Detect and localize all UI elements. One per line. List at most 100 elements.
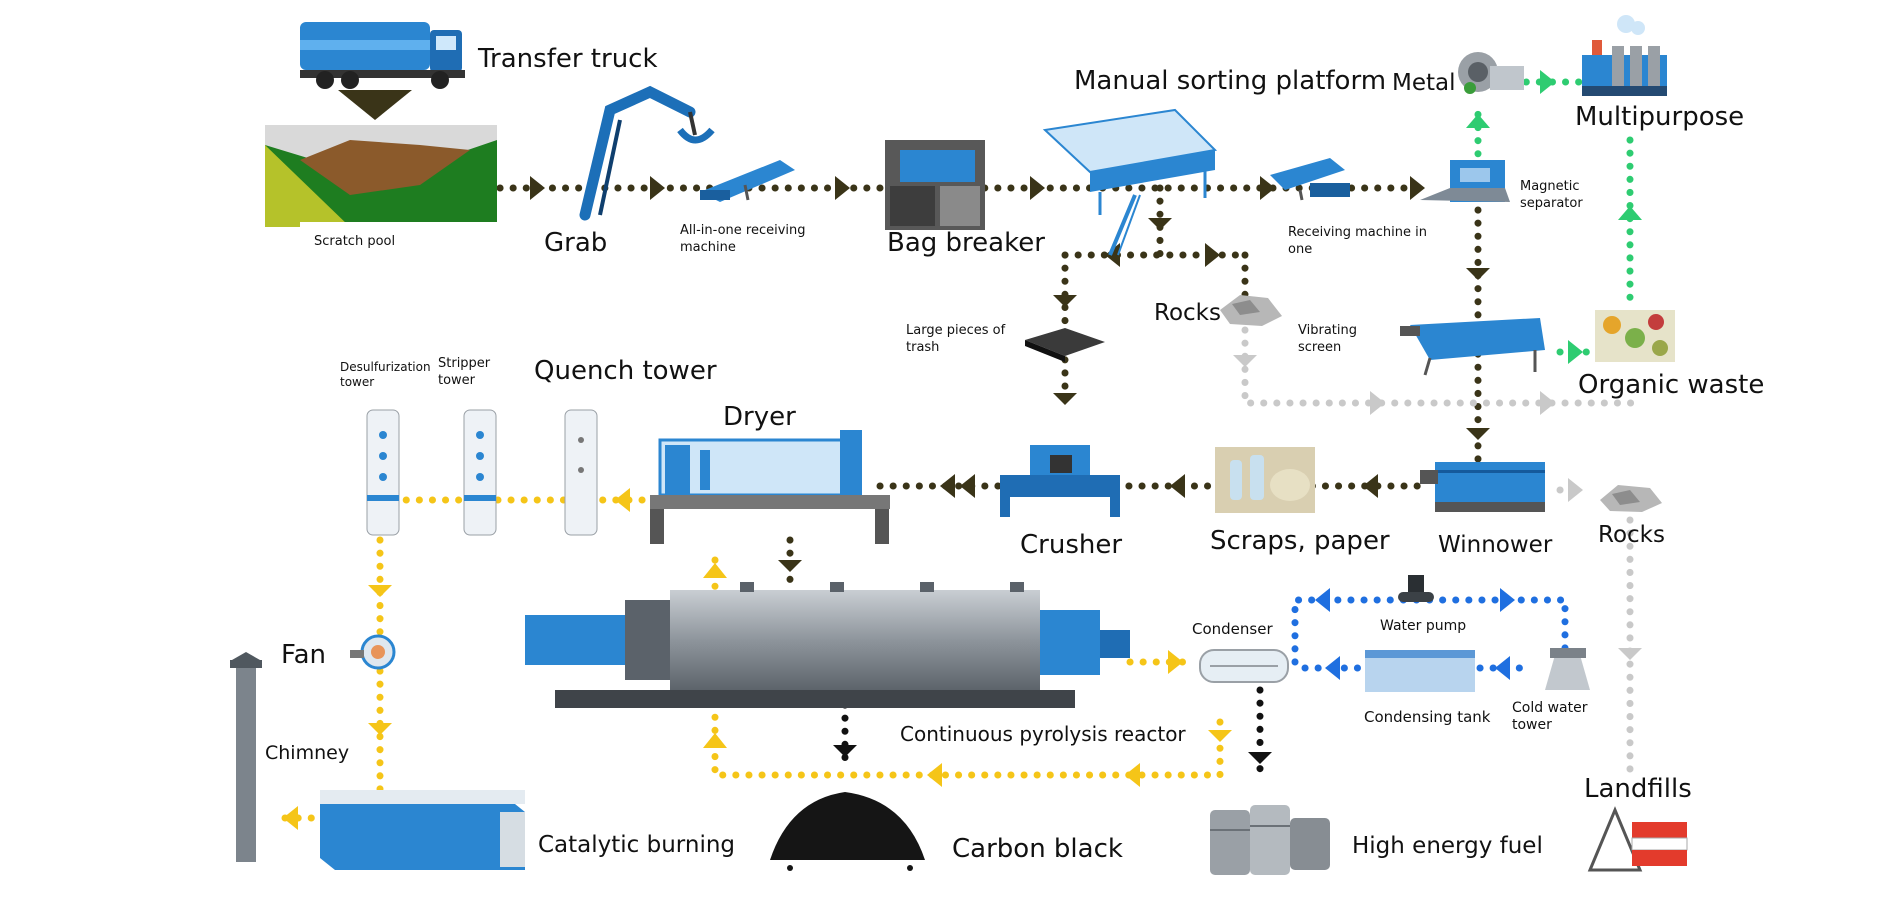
large-trash-icon — [1025, 328, 1105, 362]
flow-arrows — [283, 70, 1642, 830]
label-large-pieces: Large pieces of trash — [906, 323, 1006, 355]
label-manual-sorting: Manual sorting platform — [1074, 66, 1387, 96]
fan-icon — [350, 634, 396, 670]
arrow-main — [833, 745, 857, 757]
label-pyrolysis: Continuous pyrolysis reactor — [900, 722, 1186, 746]
organic-waste-icon — [1595, 310, 1675, 362]
label-rocks-lower: Rocks — [1598, 522, 1665, 548]
fuel-barrels-icon — [1210, 805, 1330, 875]
arrow-truck — [338, 90, 412, 120]
arrow-gas — [368, 585, 392, 597]
label-all-in-one-receiving: All-in-one receiving machine — [680, 223, 806, 255]
arrow-main — [1248, 752, 1272, 764]
arrow-gas — [283, 806, 298, 830]
label-bag-breaker: Bag breaker — [887, 228, 1045, 258]
label-scraps-paper: Scraps, paper — [1210, 526, 1390, 556]
label-grab: Grab — [544, 228, 608, 258]
label-multipurpose: Multipurpose — [1575, 102, 1745, 132]
arrow-gas — [368, 723, 392, 735]
winnower-icon — [1420, 462, 1545, 512]
arrow-water — [1500, 588, 1515, 612]
arrow-main — [650, 176, 665, 200]
arrow-main — [1105, 243, 1120, 267]
arrow-main — [1466, 428, 1490, 440]
label-stripper: Stripper tower — [438, 356, 491, 388]
arrow-gas — [927, 763, 942, 787]
label-cold-water-tower: Cold water tower — [1512, 700, 1588, 733]
flow-gas-left — [281, 536, 384, 822]
arrow-main — [1363, 474, 1378, 498]
sorting-platform-icon — [1042, 108, 1218, 256]
arrow-water — [1315, 588, 1330, 612]
arrow-reject — [1568, 478, 1583, 502]
label-rocks-upper: Rocks — [1154, 300, 1221, 326]
label-crusher: Crusher — [1020, 530, 1123, 560]
scraps-paper-icon — [1215, 447, 1315, 513]
arrow-water — [1325, 656, 1340, 680]
label-chimney: Chimney — [265, 742, 350, 764]
label-scratch-pool: Scratch pool — [314, 234, 396, 249]
label-fan: Fan — [281, 640, 326, 670]
water-pump-icon — [1398, 575, 1434, 602]
bag-breaker-icon — [885, 140, 985, 230]
arrow-main — [530, 176, 545, 200]
arrow-main — [778, 560, 802, 572]
label-catalytic: Catalytic burning — [538, 832, 736, 858]
arrow-water — [1495, 656, 1510, 680]
rocks-icon-upper — [1220, 295, 1282, 326]
dryer-icon — [650, 430, 890, 544]
arrow-reject — [1370, 391, 1385, 415]
arrow-reject — [1618, 648, 1642, 660]
arrow-main — [1053, 393, 1077, 405]
label-condensing-tank: Condensing tank — [1364, 708, 1491, 726]
label-winnower: Winnower — [1438, 532, 1553, 558]
arrow-gas — [703, 733, 727, 748]
label-metal: Metal — [1392, 70, 1456, 96]
stripper-tower-icon — [463, 409, 497, 536]
arrow-main — [1466, 268, 1490, 280]
arrow-main — [1205, 243, 1220, 267]
arrow-main — [1030, 176, 1045, 200]
quench-tower-icon — [564, 409, 598, 536]
arrow-gas — [615, 488, 630, 512]
arrow-main — [835, 176, 850, 200]
vibrating-screen-icon — [1400, 318, 1545, 376]
condensing-tank-icon — [1365, 650, 1475, 692]
magnetic-separator-icon — [1420, 160, 1510, 202]
label-water-pump: Water pump — [1380, 618, 1467, 634]
receiving-machine-icon — [1270, 158, 1350, 201]
label-carbon-black: Carbon black — [952, 834, 1123, 864]
crusher-icon — [1000, 445, 1120, 517]
arrow-main — [1260, 176, 1275, 200]
arrow-main — [1410, 176, 1425, 200]
arrow-main — [960, 474, 975, 498]
flow-rocks-upper — [1241, 326, 1644, 407]
arrow-main — [940, 474, 955, 498]
flow-sort-down — [1061, 184, 1249, 394]
arrow-gas — [1208, 730, 1232, 742]
label-organic-waste: Organic waste — [1578, 370, 1765, 400]
label-vibrating-screen: Vibrating screen — [1298, 323, 1357, 355]
arrow-metal — [1540, 70, 1555, 94]
label-receiving-in-one: Receiving machine in one — [1288, 225, 1427, 257]
arrow-gas — [1125, 763, 1140, 787]
pyrolysis-reactor-icon — [525, 582, 1130, 708]
arrow-main — [1148, 218, 1172, 230]
label-high-energy-fuel: High energy fuel — [1352, 833, 1543, 859]
catalytic-burner-icon — [320, 790, 525, 870]
label-condenser: Condenser — [1192, 620, 1273, 638]
arrow-metal — [1466, 114, 1490, 128]
label-magnetic-separator: Magnetic separator — [1520, 179, 1583, 211]
desulfurization-tower-icon — [366, 409, 400, 536]
label-dryer: Dryer — [723, 402, 796, 432]
rocks-icon-lower — [1600, 485, 1662, 512]
arrow-gas — [1168, 650, 1183, 674]
label-desulfurization: Desulfurization tower — [340, 360, 431, 389]
label-landfills: Landfills — [1584, 774, 1692, 804]
arrow-metal — [1618, 206, 1642, 220]
arrow-reject — [1540, 391, 1555, 415]
receiving-conveyor-icon — [700, 160, 795, 202]
carbon-black-icon — [770, 792, 925, 871]
